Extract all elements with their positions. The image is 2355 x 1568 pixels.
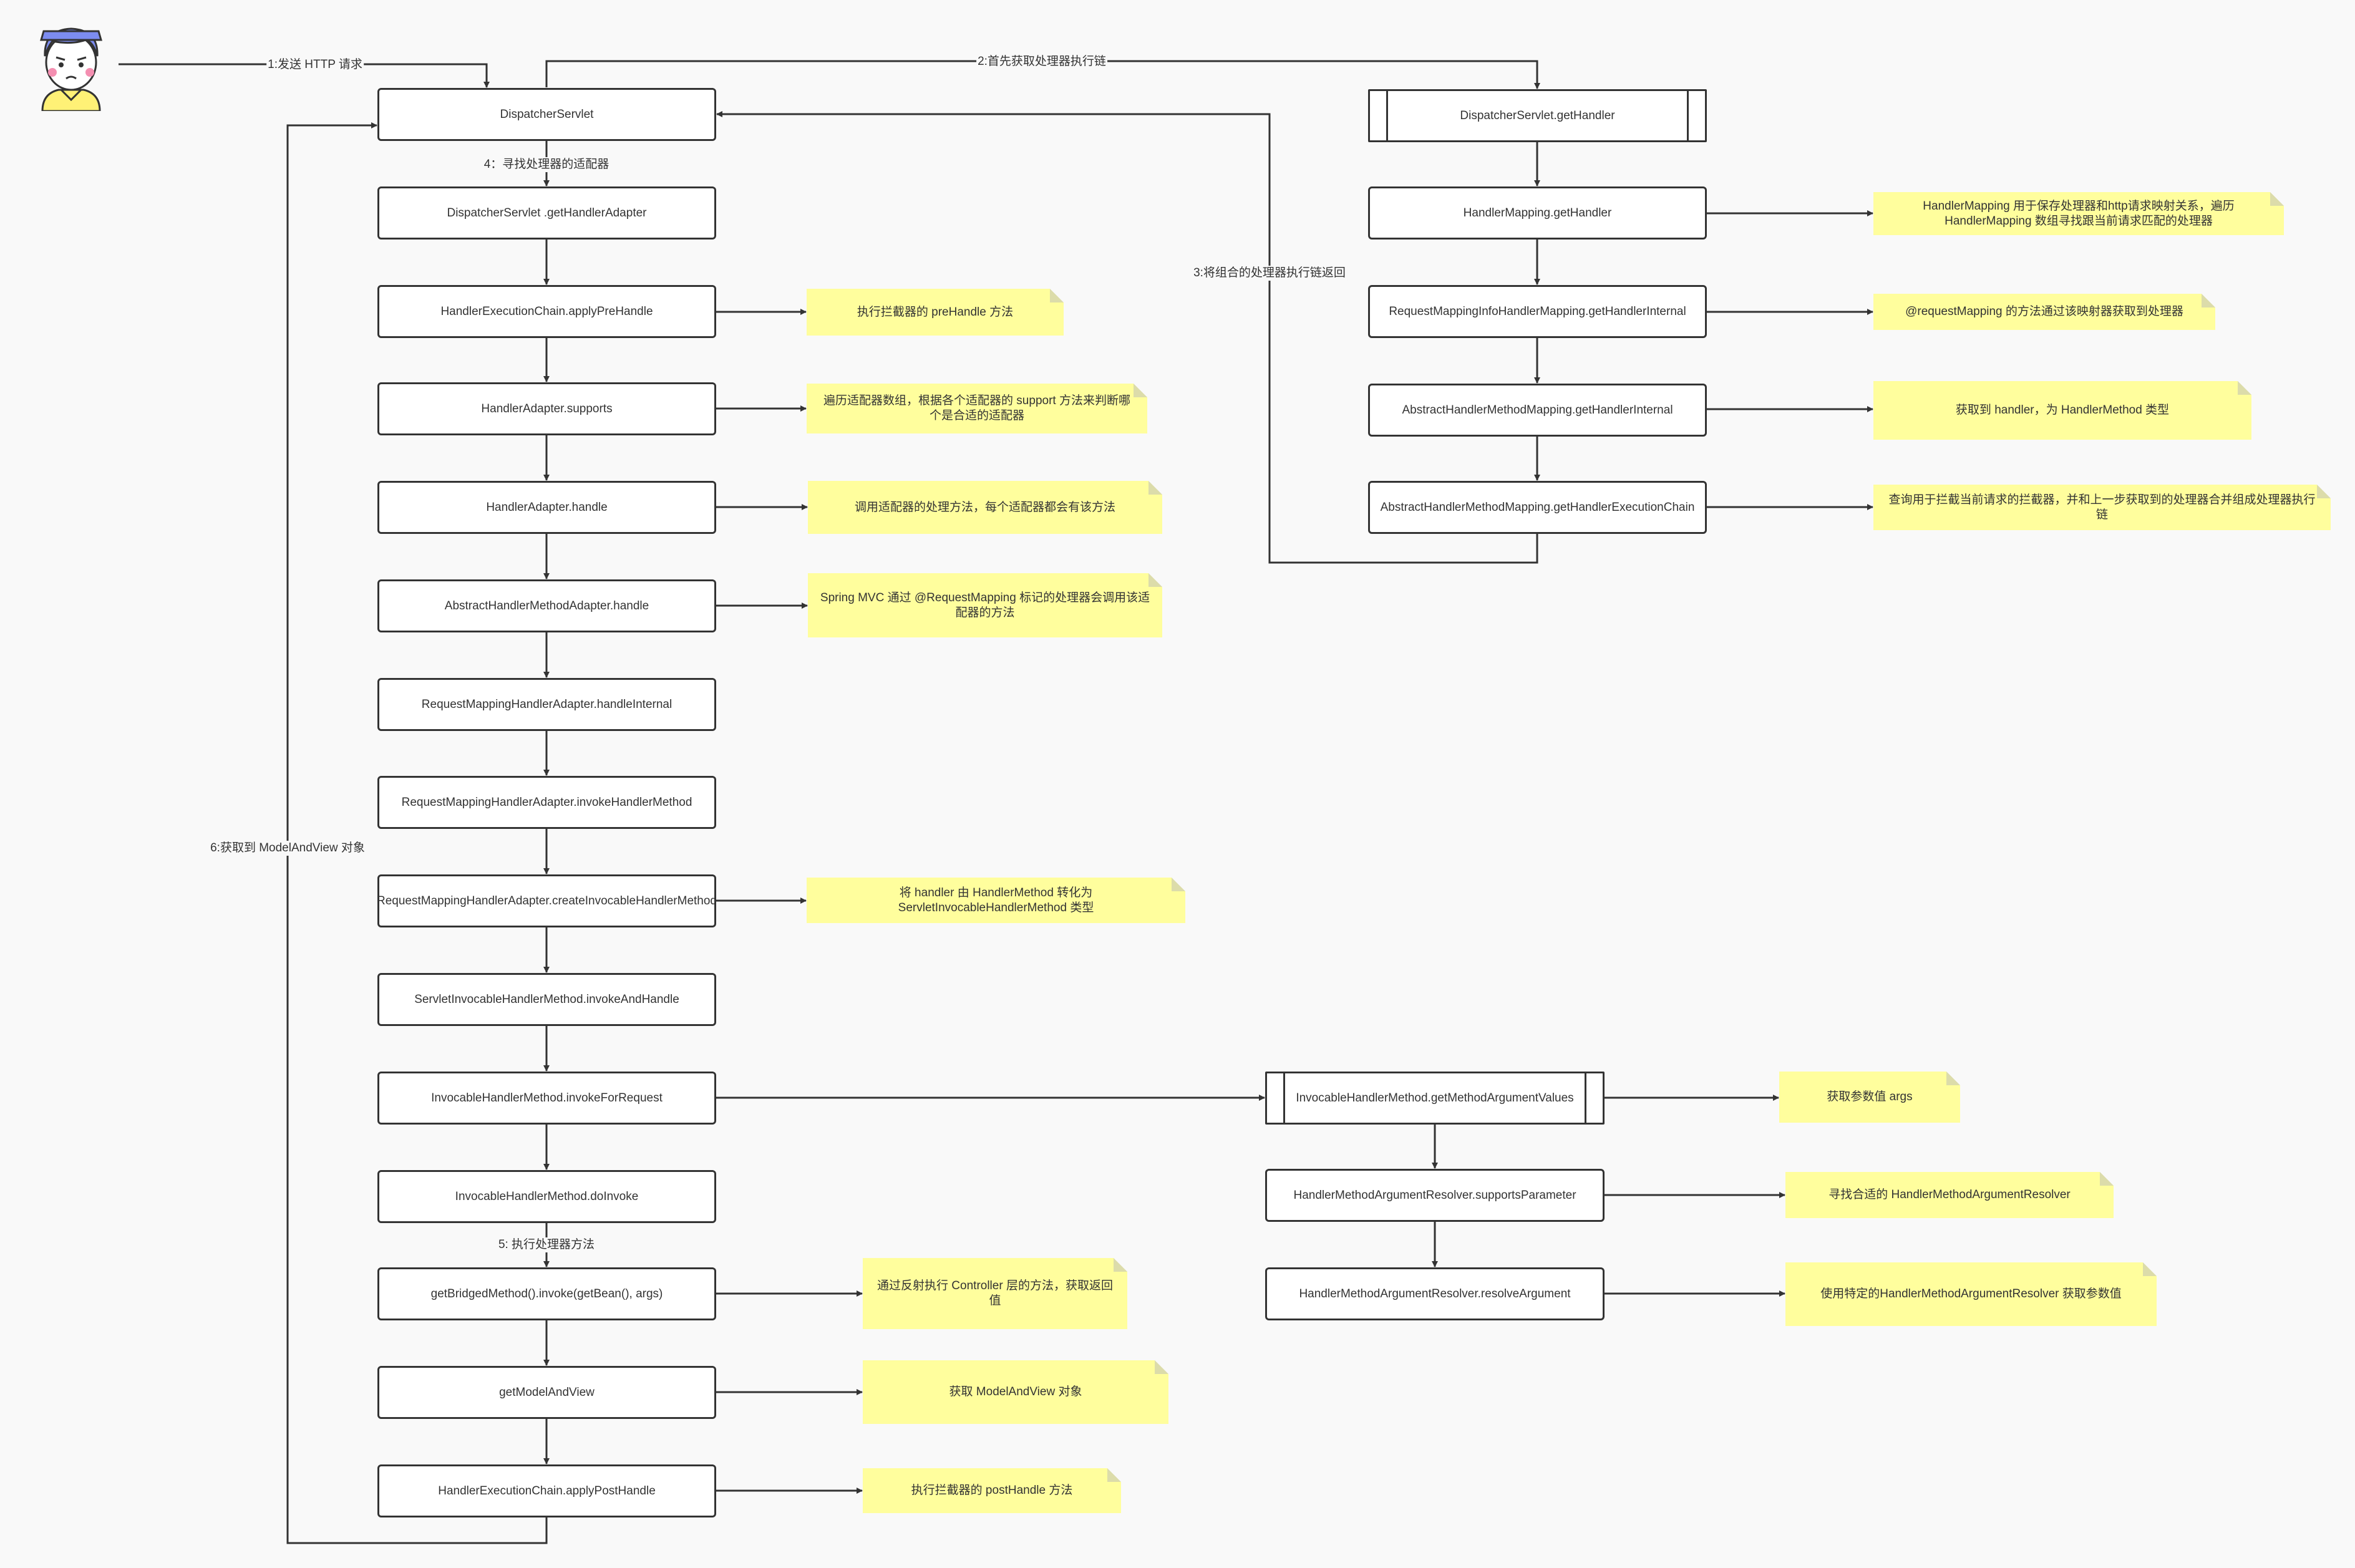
node-abstract-handler-method-adapter-handle[interactable]: AbstractHandlerMethodAdapter.handle: [377, 579, 716, 632]
node-resolve-argument[interactable]: HandlerMethodArgumentResolver.resolveArg…: [1265, 1267, 1605, 1320]
note-bridged-invoke: 通过反射执行 Controller 层的方法，获取返回值: [863, 1258, 1127, 1329]
note-handler-mapping: HandlerMapping 用于保存处理器和http请求映射关系，遍历 Han…: [1873, 192, 2284, 235]
note-create-invocable: 将 handler 由 HandlerMethod 转化为 ServletInv…: [807, 878, 1185, 923]
node-invoke-and-handle[interactable]: ServletInvocableHandlerMethod.invokeAndH…: [377, 973, 716, 1026]
note-pre-handle: 执行拦截器的 preHandle 方法: [807, 289, 1064, 336]
label-execute-handler: 5: 执行处理器方法: [497, 1237, 596, 1252]
node-do-invoke[interactable]: InvocableHandlerMethod.doInvoke: [377, 1170, 716, 1223]
node-invoke-for-request[interactable]: InvocableHandlerMethod.invokeForRequest: [377, 1072, 716, 1125]
node-ahmm-get-handler-internal[interactable]: AbstractHandlerMethodMapping.getHandlerI…: [1368, 384, 1707, 437]
note-execution-chain: 查询用于拦截当前请求的拦截器，并和上一步获取到的处理器合并组成处理器执行链: [1873, 485, 2331, 530]
node-get-method-argument-values[interactable]: InvocableHandlerMethod.getMethodArgument…: [1265, 1072, 1605, 1125]
node-bridged-method-invoke[interactable]: getBridgedMethod().invoke(getBean(), arg…: [377, 1267, 716, 1320]
node-handle-internal[interactable]: RequestMappingHandlerAdapter.handleInter…: [377, 678, 716, 731]
node-supports-parameter[interactable]: HandlerMethodArgumentResolver.supportsPa…: [1265, 1169, 1605, 1222]
node-handler-adapter-handle[interactable]: HandlerAdapter.handle: [377, 481, 716, 534]
label-find-adapter: 4：寻找处理器的适配器: [482, 157, 611, 172]
node-ds-get-handler[interactable]: DispatcherServlet.getHandler: [1368, 89, 1707, 142]
node-get-handler-adapter[interactable]: DispatcherServlet .getHandlerAdapter: [377, 186, 716, 240]
note-supports: 遍历适配器数组，根据各个适配器的 support 方法来判断哪个是合适的适配器: [807, 384, 1147, 433]
label-get-model-and-view: 6:获取到 ModelAndView 对象: [209, 841, 366, 856]
note-find-resolver: 寻找合适的 HandlerMethodArgumentResolver: [1785, 1172, 2114, 1218]
node-create-invocable-handler-method[interactable]: RequestMappingHandlerAdapter.createInvoc…: [377, 874, 717, 927]
node-handler-mapping-get-handler[interactable]: HandlerMapping.getHandler: [1368, 186, 1707, 240]
node-invoke-handler-method[interactable]: RequestMappingHandlerAdapter.invokeHandl…: [377, 776, 716, 829]
note-use-resolver: 使用特定的HandlerMethodArgumentResolver 获取参数值: [1785, 1262, 2157, 1326]
edge-send-request: [119, 63, 490, 88]
node-rmi-get-handler-internal[interactable]: RequestMappingInfoHandlerMapping.getHand…: [1368, 285, 1707, 338]
label-get-chain-first: 2:首先获取处理器执行链: [976, 54, 1107, 69]
note-handler-method: 获取到 handler，为 HandlerMethod 类型: [1873, 381, 2251, 440]
node-dispatcher-servlet[interactable]: DispatcherServlet: [377, 88, 716, 141]
note-model-and-view: 获取 ModelAndView 对象: [863, 1360, 1168, 1424]
edge-return-model-and-view: [286, 122, 548, 1544]
node-ahmm-get-execution-chain[interactable]: AbstractHandlerMethodMapping.getHandlerE…: [1368, 481, 1707, 534]
label-return-chain: 3:将组合的处理器执行链返回: [1192, 266, 1347, 281]
note-args: 获取参数值 args: [1779, 1072, 1960, 1123]
node-handler-adapter-supports[interactable]: HandlerAdapter.supports: [377, 382, 716, 435]
label-send-request: 1:发送 HTTP 请求: [266, 57, 364, 72]
note-abstract-handle: Spring MVC 通过 @RequestMapping 标记的处理器会调用该…: [808, 573, 1162, 637]
note-post-handle: 执行拦截器的 postHandle 方法: [863, 1468, 1121, 1513]
note-handle: 调用适配器的处理方法，每个适配器都会有该方法: [808, 481, 1162, 534]
user-avatar-icon: [40, 27, 102, 111]
node-apply-post-handle[interactable]: HandlerExecutionChain.applyPostHandle: [377, 1464, 716, 1517]
node-get-model-and-view[interactable]: getModelAndView: [377, 1366, 716, 1419]
node-apply-pre-handle[interactable]: HandlerExecutionChain.applyPreHandle: [377, 285, 716, 338]
note-request-mapping: @requestMapping 的方法通过该映射器获取到处理器: [1873, 294, 2215, 330]
edge-return-chain: [716, 111, 1538, 564]
